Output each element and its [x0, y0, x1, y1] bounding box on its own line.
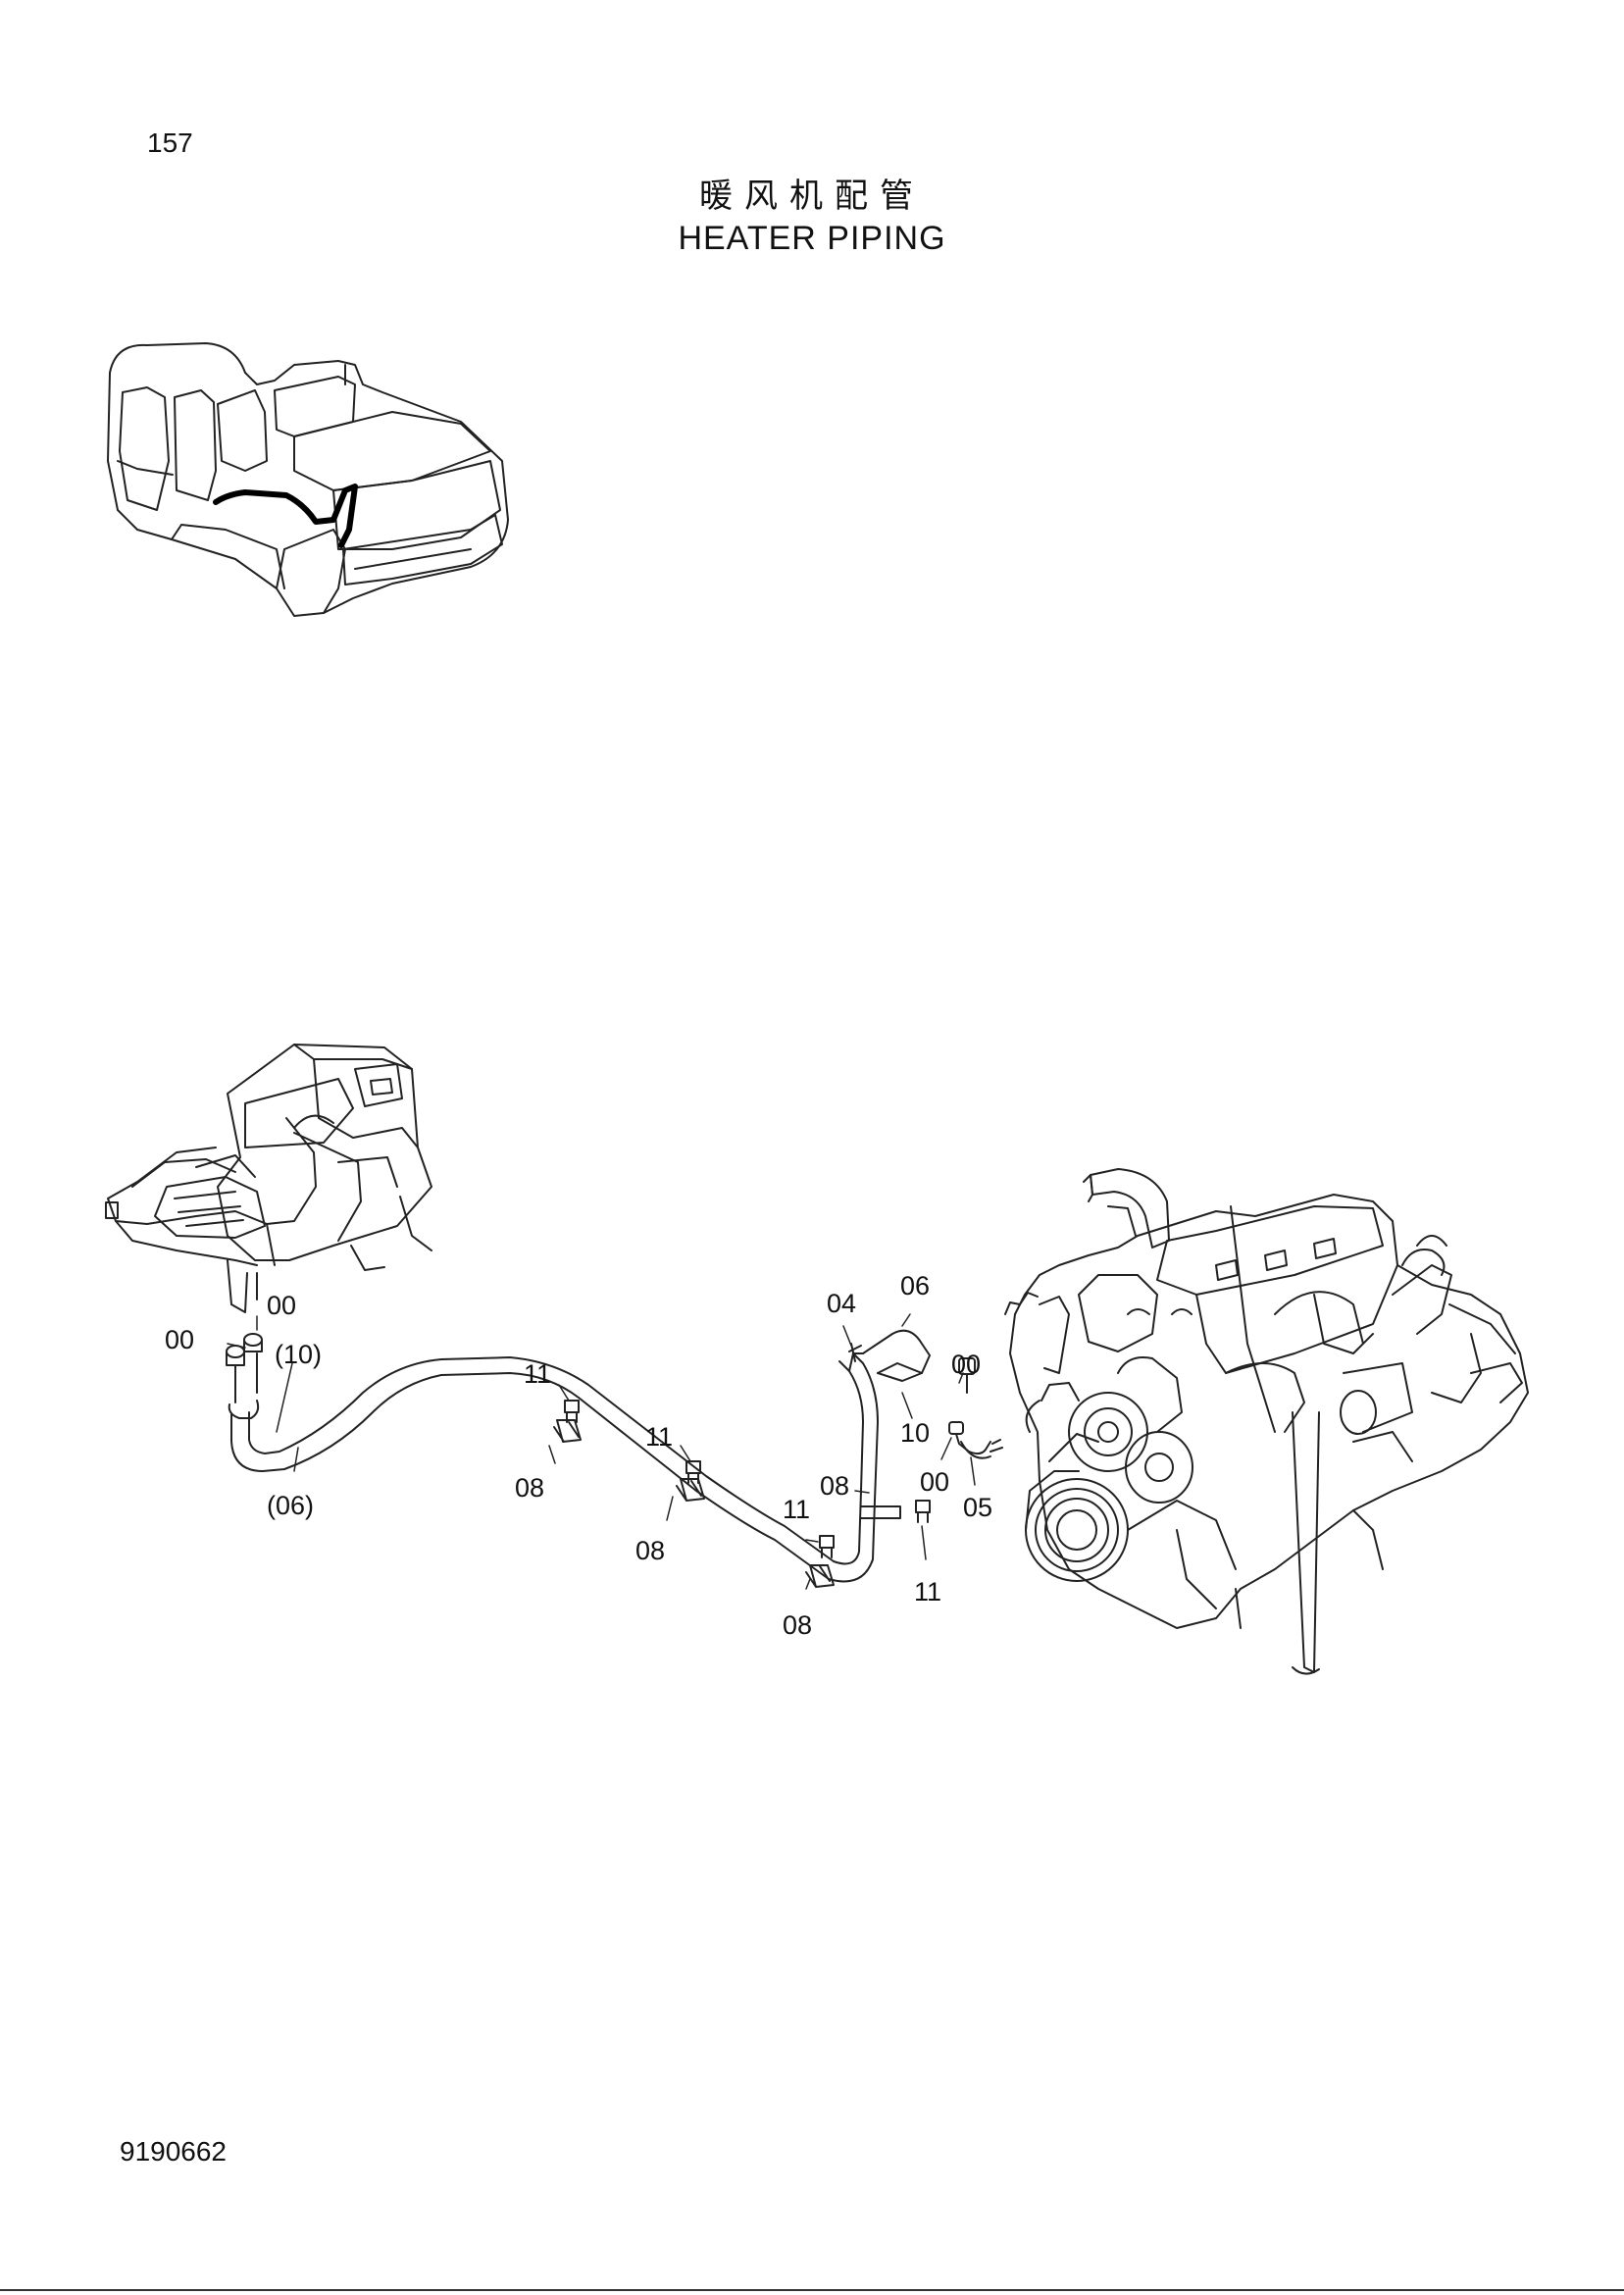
callout-label: 05 [963, 1493, 992, 1522]
callout-label: 10 [900, 1418, 930, 1448]
engine-illustration [1004, 1168, 1529, 1675]
heater-unit-illustration [105, 1044, 432, 1313]
callout-label: 00 [165, 1325, 194, 1354]
document-number: 9190662 [120, 2136, 228, 2167]
title-chinese: 暖风机配管 [699, 177, 925, 216]
callout-label: 08 [783, 1610, 812, 1640]
callout-label: 11 [783, 1495, 810, 1524]
heater-hose-assembly [230, 1329, 931, 1588]
callout-labels: 00 00 (10) (06) 11 08 11 08 11 08 08 11 … [165, 1271, 992, 1640]
heater-pipe-highlight [213, 484, 358, 548]
callout-label: (10) [275, 1340, 322, 1369]
callout-label: 11 [524, 1359, 551, 1389]
callout-label: 11 [645, 1422, 673, 1452]
callout-label: 08 [515, 1473, 544, 1503]
title-english: HEATER PIPING [678, 220, 946, 257]
callout-label: 06 [900, 1271, 930, 1300]
callout-label: 00 [267, 1291, 296, 1320]
bottom-rule [0, 2289, 1624, 2291]
callout-label: 08 [635, 1536, 665, 1565]
page-number: 157 [147, 128, 193, 158]
callout-label: 04 [827, 1289, 856, 1318]
engine-side-fittings [948, 1357, 1003, 1459]
leader-lines [227, 1313, 976, 1590]
heater-fittings [226, 1333, 263, 1419]
callout-label: (06) [267, 1491, 314, 1520]
callout-label: 00 [920, 1467, 949, 1497]
bolt-symbols [564, 1400, 931, 1558]
excavator-overview-illustration [107, 342, 509, 617]
callout-label: 08 [820, 1471, 849, 1501]
callout-label: 11 [914, 1577, 941, 1606]
callout-label: 00 [951, 1350, 981, 1379]
